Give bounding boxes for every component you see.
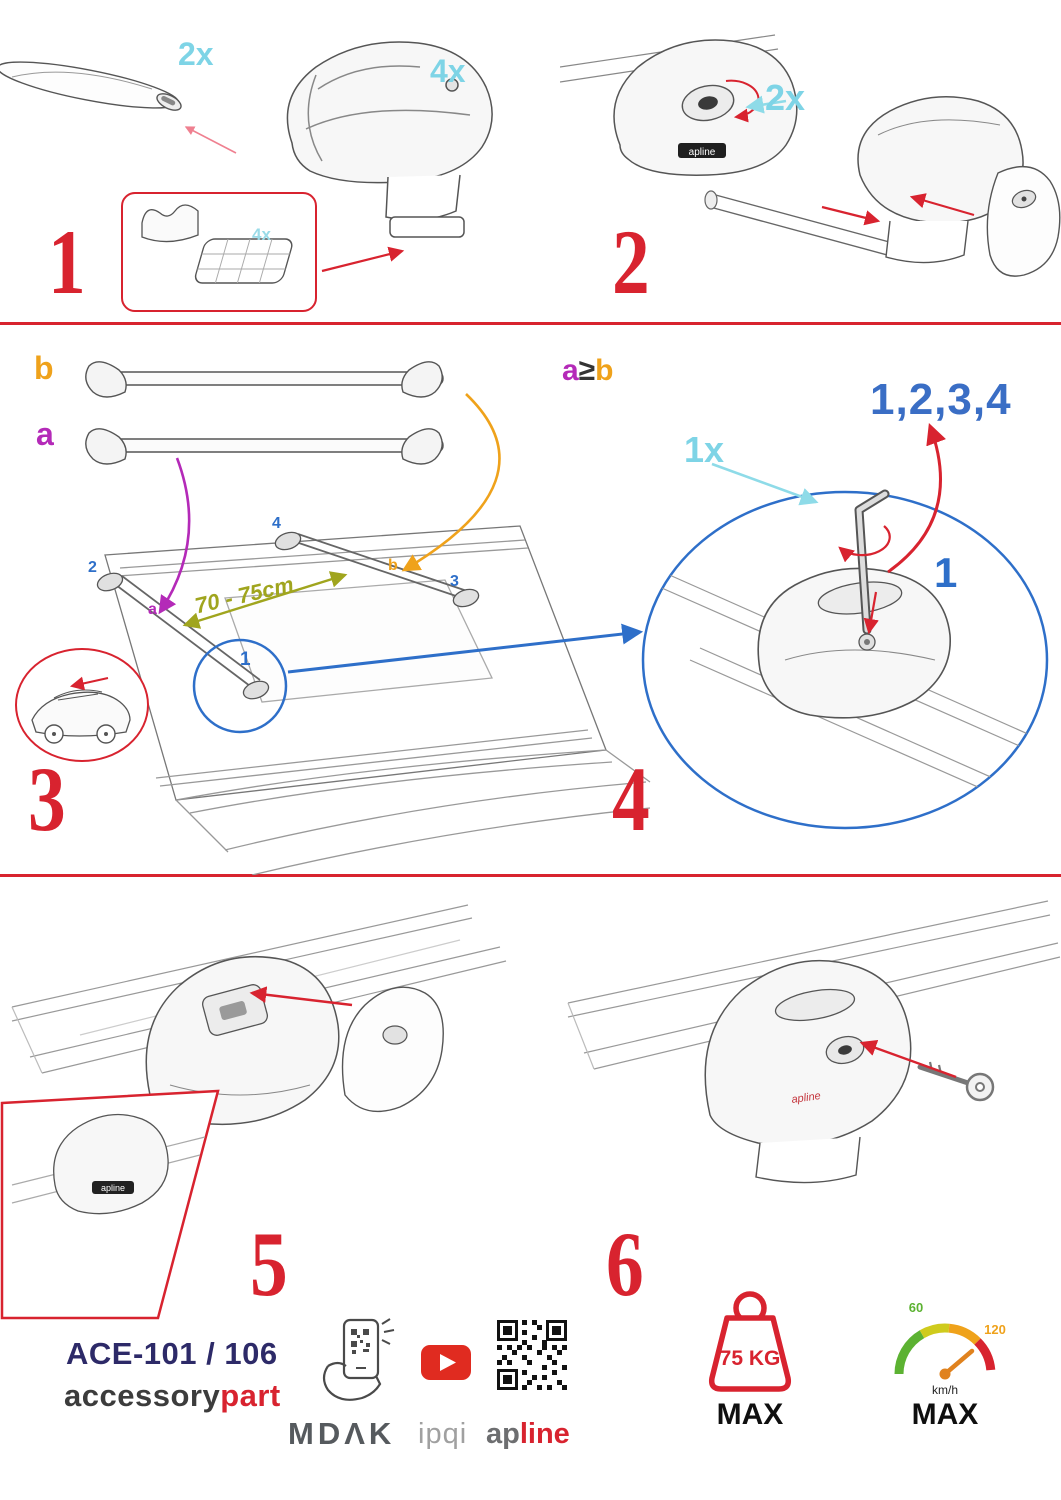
tool-qty-arrow	[711, 462, 819, 506]
tighten-first-label: 1	[934, 549, 958, 596]
step3-illustration	[15, 361, 651, 875]
rule-operator: ≥	[578, 354, 596, 387]
foot-quantity-label: 4x	[430, 53, 466, 89]
step5-number: 5	[250, 1213, 288, 1315]
roof-bar-rear	[274, 531, 480, 608]
tighten-sequence-label: 1,2,3,4	[870, 375, 1012, 424]
youtube-icon	[421, 1345, 471, 1380]
zoom-link-arrow	[287, 623, 644, 674]
qr-code	[497, 1320, 567, 1390]
step2-illustration: apline	[560, 34, 1061, 277]
foot-drawing	[286, 41, 493, 238]
max-weight-label: MAX	[716, 1398, 784, 1431]
bar-b-position-arrow	[401, 393, 501, 572]
assembled-bar-b-drawing	[85, 361, 444, 398]
step4-illustration	[641, 423, 1049, 830]
speed-120-label: 120	[984, 1322, 1006, 1337]
apline-chip-label: apline	[689, 147, 716, 158]
step1-number: 1	[48, 211, 86, 313]
distance-arrow	[182, 571, 348, 629]
position-2-label: 2	[88, 559, 97, 576]
rotate-key-arrow	[838, 525, 891, 563]
tool-quantity-label: 1x	[684, 429, 725, 470]
assembled-bar-a-drawing	[85, 428, 444, 465]
rule-a: a	[562, 354, 579, 387]
speed-unit-label: km/h	[932, 1383, 958, 1397]
step3-number: 3	[28, 748, 66, 850]
position-4-label: 4	[272, 515, 281, 532]
clamp-claw-drawing	[141, 204, 199, 243]
locked-foot-inset-box: apline	[0, 1089, 220, 1320]
speedometer-icon: 60 120 km/h	[894, 1300, 1006, 1397]
step4-number: 4	[612, 748, 650, 850]
lock-foot-drawing: apline	[704, 959, 912, 1184]
apline-logo-gray: ap	[486, 1418, 520, 1450]
bar-quantity-label: 2x	[178, 36, 214, 72]
ipqi-logo: ipqi	[418, 1418, 468, 1450]
step6-number: 6	[606, 1213, 644, 1315]
cover-part-drawing	[341, 986, 444, 1113]
pad-to-foot-arrow	[321, 246, 405, 273]
section-divider-1	[0, 322, 1061, 325]
max-weight-icon: 75 KG	[708, 1291, 792, 1392]
lock-foot-drawing: apline	[560, 34, 798, 176]
rule-label: a≥b	[562, 356, 613, 386]
key-insert-arrow	[859, 1039, 957, 1079]
step2-number: 2	[612, 211, 650, 313]
lock-qty-arrow	[745, 95, 787, 114]
mdak-logo: MDΛK	[288, 1416, 396, 1451]
step6-illustration: apline	[567, 900, 1061, 1184]
rubber-pad-drawing	[194, 238, 293, 284]
cover-close-arrow	[249, 986, 353, 1007]
roof-a-label: a	[148, 601, 157, 618]
bar-into-foot-drawing	[704, 96, 1024, 264]
bar-a-position-arrow	[158, 457, 191, 615]
bar-b-label: b	[34, 350, 54, 386]
car-front-arrow	[69, 676, 109, 691]
apline-foot-label: apline	[791, 1090, 822, 1106]
product-model: ACE-101 / 106	[66, 1336, 278, 1371]
apline-logo: apline	[486, 1420, 570, 1449]
step1-illustration	[0, 41, 493, 312]
zoom-detail-drawing	[654, 567, 1047, 811]
roof-bar-front	[96, 572, 270, 700]
scan-phone-icon	[322, 1318, 395, 1401]
section-divider-2	[0, 874, 1061, 877]
max-speed-label: MAX	[911, 1398, 979, 1431]
position-1-label: 1	[240, 649, 251, 670]
speed-60-label: 60	[909, 1300, 923, 1315]
bar-a-label: a	[36, 416, 54, 452]
apline-chip-label: apline	[101, 1183, 125, 1193]
foot-highlight-circle	[192, 638, 288, 734]
step5-illustration: apline	[0, 904, 507, 1320]
brand-logo-gray: accessory	[64, 1378, 221, 1413]
pad-detail-box	[121, 192, 317, 312]
rule-b: b	[595, 354, 614, 387]
brand-logo-red: part	[220, 1378, 281, 1413]
cross-bar-drawing	[0, 61, 182, 111]
car-direction-inset	[15, 648, 149, 762]
brand-logo: accessorypart	[64, 1380, 281, 1411]
bar-pointer-arrow	[184, 126, 237, 154]
allen-key-drawing	[854, 489, 890, 635]
end-cover-drawing	[986, 165, 1061, 277]
lock-quantity-label: 2x	[765, 77, 806, 118]
cover-attach-arrow	[909, 193, 975, 217]
roof-b-label: b	[388, 557, 398, 574]
max-weight-value: 75 KG	[720, 1347, 781, 1370]
pad-quantity-label: 4x	[252, 225, 271, 244]
bar-insert-arrow	[821, 205, 881, 226]
tighten-bolt-arrow	[863, 591, 879, 635]
position-3-label: 3	[450, 573, 459, 590]
apline-logo-red: line	[519, 1418, 570, 1450]
sequence-arrow	[887, 423, 947, 574]
speedometer-needle	[942, 1348, 975, 1377]
